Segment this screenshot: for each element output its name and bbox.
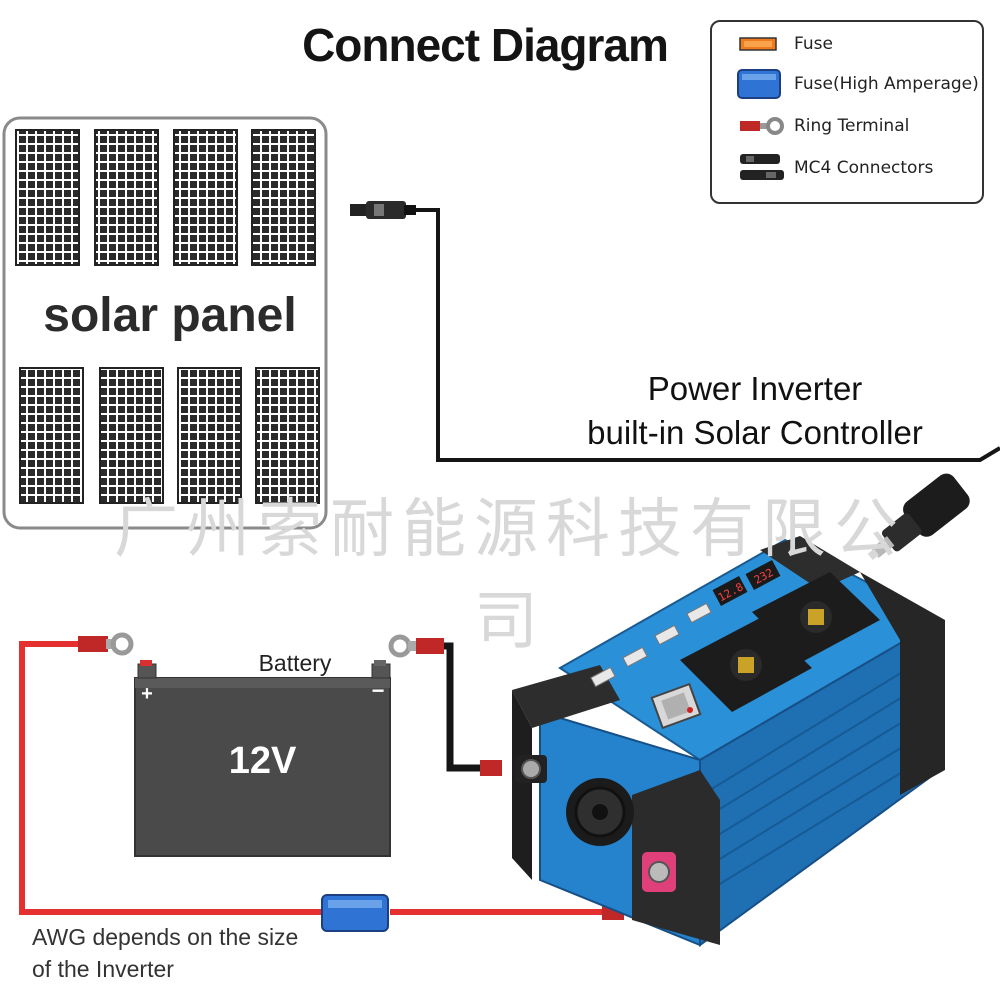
power-switch [650,682,702,730]
solar-wire [416,208,1000,462]
battery [134,660,391,857]
ring-terminal-inverter-negative [480,760,502,776]
legend-label-high-amperage-fuse: Fuse(High Amperage) [794,74,979,94]
legend-item-mc4-connectors: MC4 Connectors [712,150,982,190]
legend-box: Fuse Fuse(High Amperage) Ring Terminal M… [710,20,984,204]
solar-panel-label: solar panel [43,289,297,342]
inverter-title: Power Inverter [647,370,863,407]
negative-wire [440,642,482,772]
battery-label: Battery [258,650,332,676]
ac-outlets [680,572,880,712]
solar-cell-modules-bottom [19,367,320,504]
ring-terminal-icon [740,117,784,135]
solar-cell-modules-top [15,129,316,266]
solar-panel [2,116,328,530]
legend-item-high-amperage-fuse: Fuse(High Amperage) [712,66,982,106]
fuse-icon [739,37,777,51]
mc4-connector-icon [740,154,784,180]
high-amperage-fuse-icon [737,69,781,99]
positive-wire [19,641,330,915]
battery-voltage: 12V [228,740,297,782]
ring-terminal-positive [78,632,134,656]
battery-positive-symbol: + [141,683,153,705]
diagram-title: Connect Diagram [302,19,669,71]
legend-item-fuse: Fuse [712,26,982,66]
inverter-display [712,560,781,606]
ring-terminal-negative [388,634,444,658]
legend-label-ring-terminal: Ring Terminal [794,116,910,136]
company-watermark: 广州索耐能源科技有限公司 [114,493,906,659]
high-amperage-fuse [321,894,389,932]
legend-label-mc4-connectors: MC4 Connectors [794,158,934,178]
awg-note-line2: of the Inverter [32,956,174,982]
legend-item-ring-terminal: Ring Terminal [712,108,982,148]
awg-note-line1: AWG depends on the size [32,924,299,950]
legend-label-fuse: Fuse [794,34,833,54]
usb-ports [590,602,712,688]
battery-negative-symbol: − [372,678,385,703]
mc4-connector [350,201,416,219]
inverter-subtitle: built-in Solar Controller [587,414,923,451]
cigarette-lighter-plug [867,473,970,561]
